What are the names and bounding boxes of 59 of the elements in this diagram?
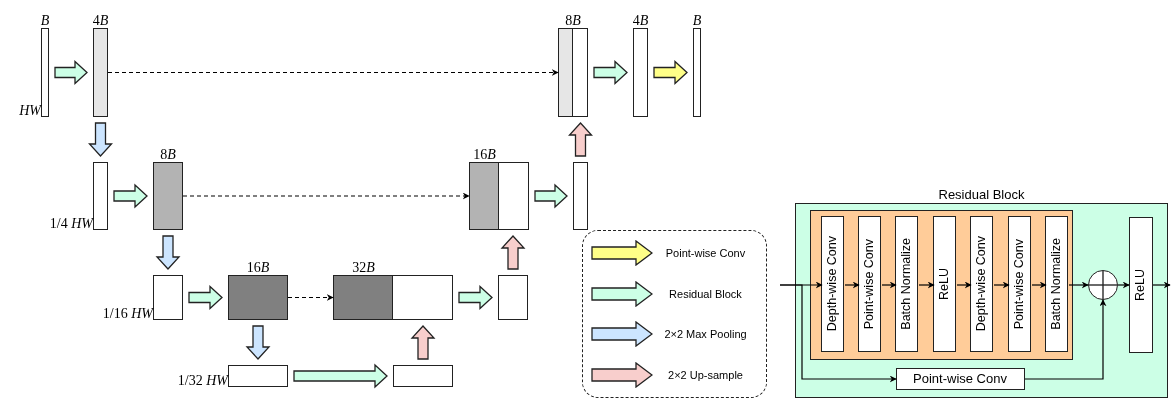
spatial-size-label: HW xyxy=(19,104,41,118)
block-arrow xyxy=(88,122,113,157)
arrow xyxy=(956,281,972,289)
block-arrow xyxy=(155,235,181,270)
block-arrow xyxy=(653,60,688,85)
panel-title: Residual Block xyxy=(938,188,1025,201)
channel-label: 4B xyxy=(632,14,649,28)
legend-label: Residual Block xyxy=(668,286,743,302)
legend-label: Point-wise Conv xyxy=(664,246,747,261)
legend-label: 2×2 Up-sample xyxy=(667,367,744,383)
layer-group-box xyxy=(809,209,1073,360)
arrow xyxy=(1031,281,1047,289)
feature-map-block xyxy=(573,162,588,230)
feature-map-block xyxy=(393,365,453,387)
block-arrow xyxy=(245,325,271,360)
arrow xyxy=(1024,299,1107,380)
block-arrow xyxy=(568,122,593,157)
channel-label: 8B xyxy=(160,148,176,162)
arrow xyxy=(779,284,897,383)
layer-box: Point-wise Conv xyxy=(895,367,1025,390)
layer-box: Batch Normalize xyxy=(1045,216,1068,352)
arrow xyxy=(881,281,897,289)
layer-box: Point-wise Conv xyxy=(858,216,881,352)
block-arrow xyxy=(534,183,568,209)
block-arrow xyxy=(54,60,88,85)
block-arrow xyxy=(593,60,628,85)
skip-connection-arrow xyxy=(287,294,334,301)
feature-map-block xyxy=(498,275,528,320)
channel-label: 8B xyxy=(565,14,581,28)
layer-box: Depth-wise Conv xyxy=(821,216,844,352)
layer-box: ReLU xyxy=(1128,216,1153,353)
block-arrow xyxy=(458,285,493,310)
arrow xyxy=(1152,281,1171,289)
channel-label: 4B xyxy=(92,14,109,28)
block-arrow xyxy=(293,363,388,389)
arrow xyxy=(1117,281,1130,289)
layer-box: ReLU xyxy=(933,216,956,352)
layer-box: Depth-wise Conv xyxy=(970,216,993,352)
arrow xyxy=(1068,281,1089,289)
skip-connection-arrow xyxy=(107,69,559,76)
block-arrow xyxy=(500,235,526,270)
channel-label: B xyxy=(40,14,50,28)
arrow xyxy=(993,281,1010,289)
arrow xyxy=(844,281,860,289)
spatial-size-label: 1/32 HW xyxy=(177,374,228,388)
spatial-size-label: 1/4 HW xyxy=(49,217,93,231)
channel-label: B xyxy=(692,14,702,28)
legend-label: 2×2 Max Pooling xyxy=(663,327,748,342)
block-arrow xyxy=(410,325,436,360)
layer-box: Point-wise Conv xyxy=(1008,216,1031,352)
skip-connection-arrow xyxy=(182,192,470,200)
channel-label: 16B xyxy=(473,148,496,162)
layer-box: Batch Normalize xyxy=(895,216,918,352)
arrow xyxy=(918,281,935,289)
block-arrow xyxy=(188,285,223,310)
channel-label: 32B xyxy=(352,261,375,275)
block-arrow xyxy=(113,183,148,209)
channel-label: 16B xyxy=(246,261,270,275)
spatial-size-label: 1/16 HW xyxy=(102,307,153,321)
